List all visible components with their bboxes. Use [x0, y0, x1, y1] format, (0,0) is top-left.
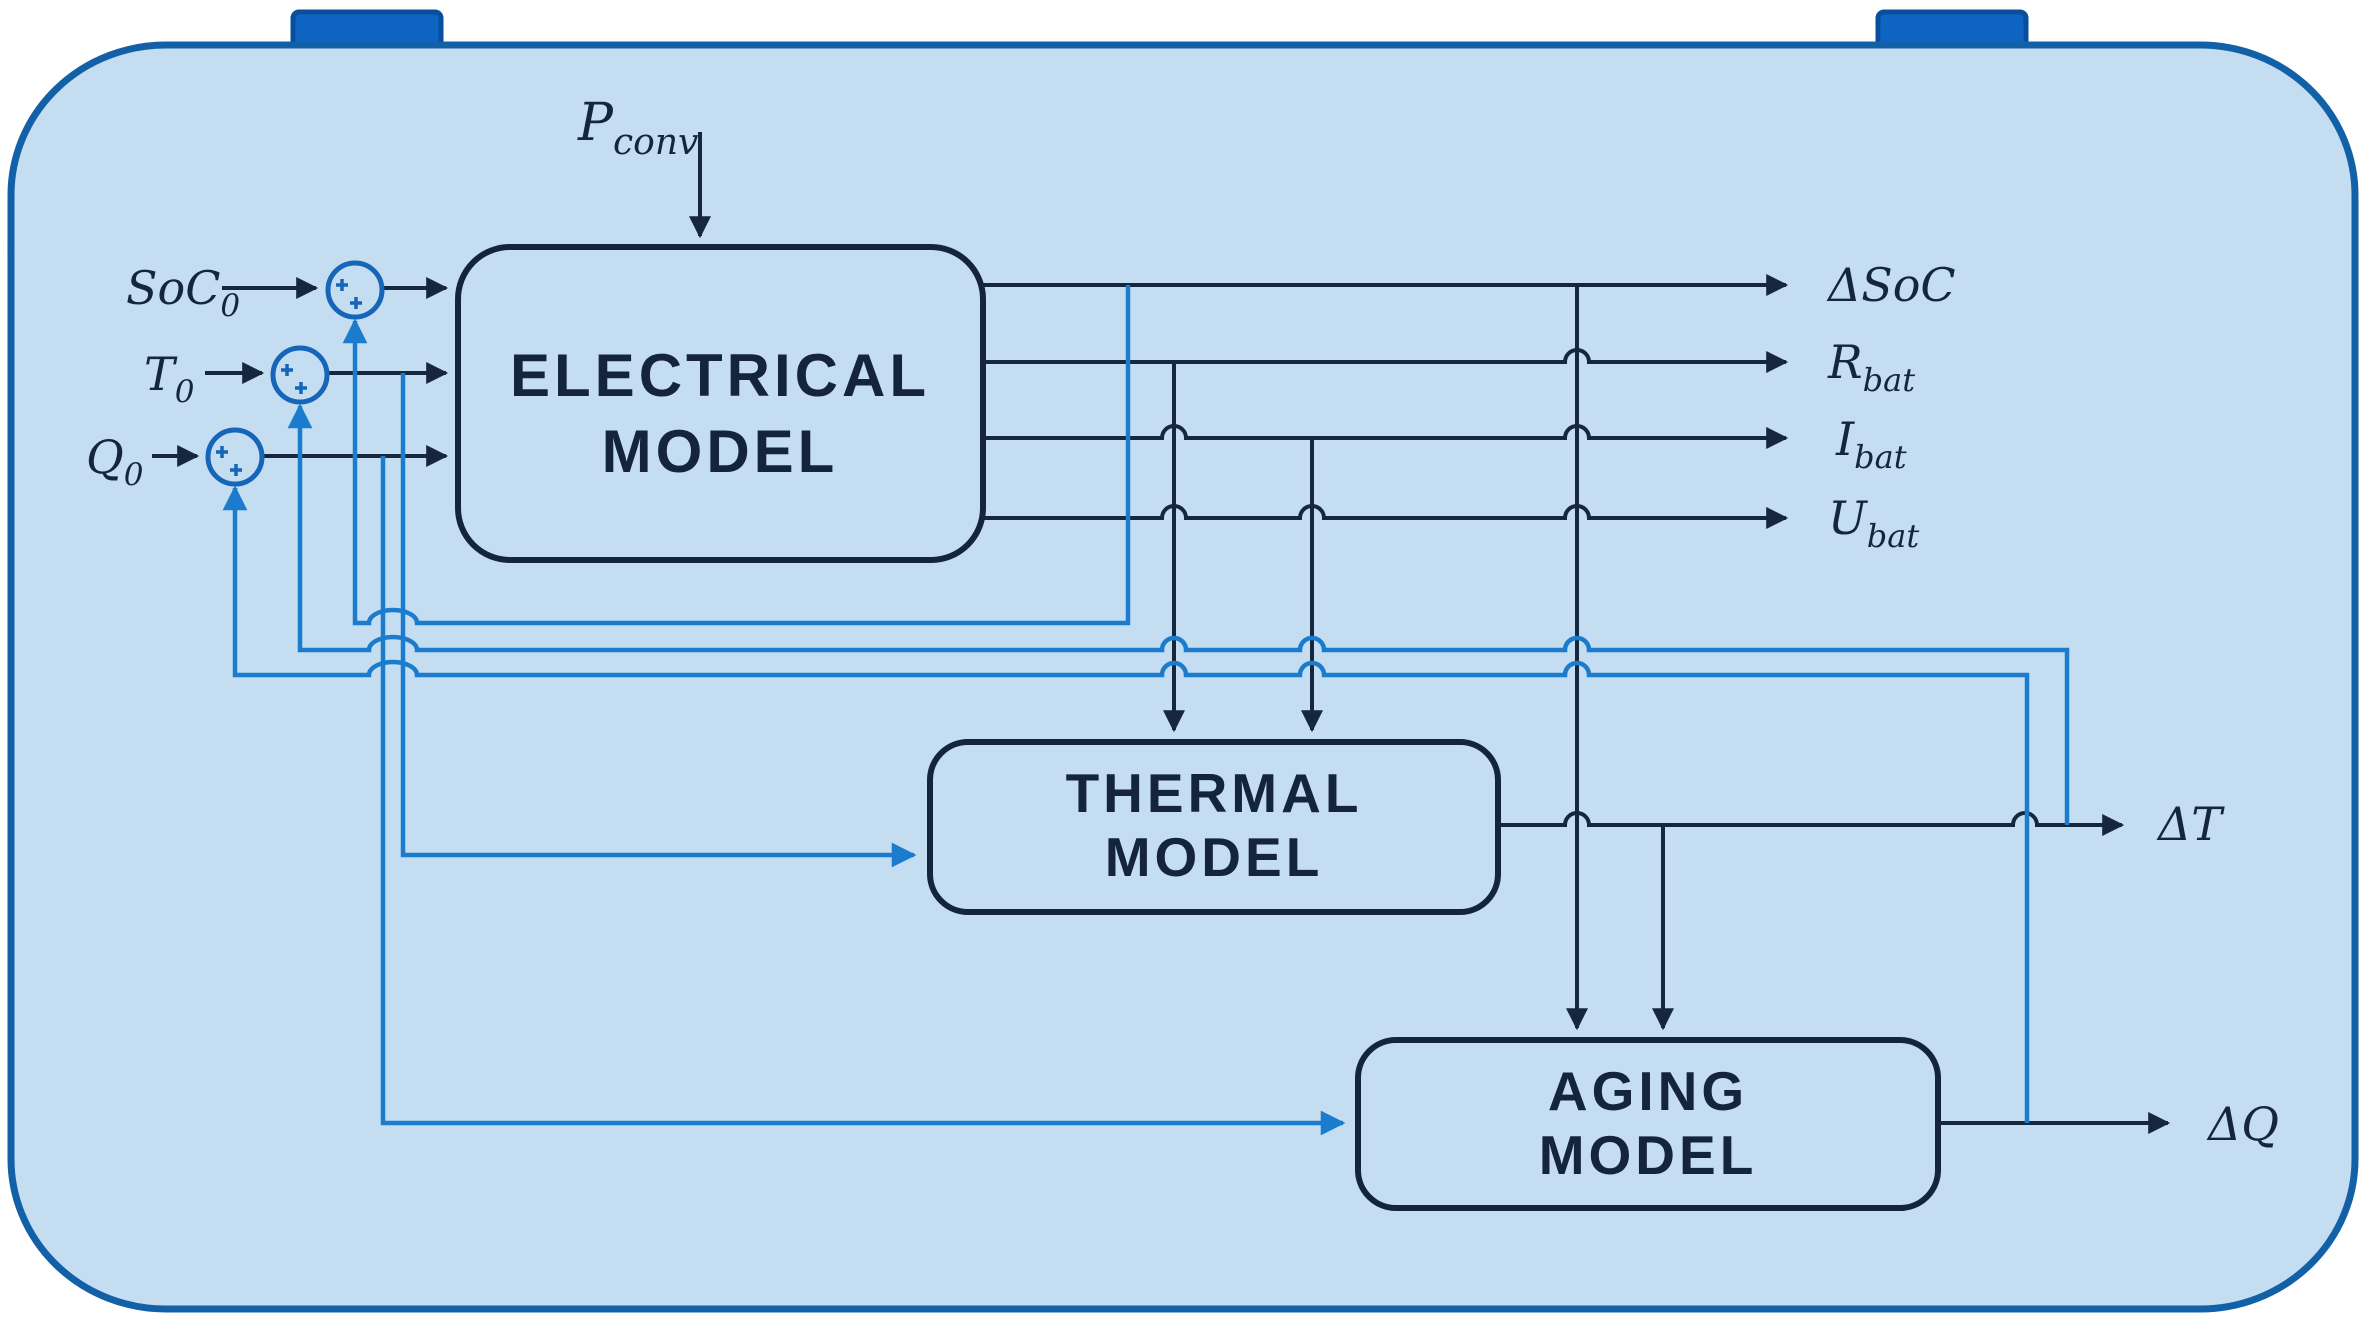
aging-model-title-line1: AGING — [1548, 1060, 1748, 1122]
output-label-ubat-sub: bat — [1867, 517, 1920, 555]
feedback-line-dq — [222, 485, 2030, 1123]
input-label-q0: Q0 — [86, 430, 143, 493]
feedback-line-soc — [342, 285, 1131, 626]
output-label-ubat-main: U — [1828, 491, 1869, 545]
sum-junction-q — [205, 427, 265, 487]
t-state-to-thermal-arrow — [400, 373, 917, 868]
aging-model-title-line2: MODEL — [1539, 1124, 1758, 1186]
output-line-dt — [1498, 811, 2125, 836]
input-label-soc0: SoC0 — [126, 261, 240, 324]
plus-icon-q-bottom — [230, 464, 242, 476]
input-label-soc0-main: SoC — [126, 261, 220, 315]
output-line-ibat — [983, 424, 1789, 449]
plus-icon-q-left — [216, 446, 228, 458]
output-label-ibat: Ibat — [1835, 412, 1907, 476]
output-label-dsoc-main: ΔSoC — [1826, 258, 1956, 312]
output-label-rbat: Rbat — [1827, 335, 1915, 399]
output-label-ibat-sub: bat — [1854, 438, 1907, 476]
sum-junction-t — [270, 345, 330, 405]
input-label-t0: T0 — [144, 347, 194, 410]
output-label-dq-main: ΔQ — [2206, 1097, 2279, 1151]
output-label-dt-main: ΔT — [2156, 797, 2225, 851]
output-label-dsoc: ΔSoC — [1826, 258, 1956, 312]
input-label-q0-main: Q — [86, 430, 124, 484]
thermal-model-title-line1: THERMAL — [1066, 762, 1363, 824]
plus-sign-icons — [216, 279, 362, 476]
plus-icon-soc-bottom — [350, 297, 362, 309]
input-label-pconv-main: P — [577, 93, 614, 153]
output-label-rbat-sub: bat — [1863, 361, 1916, 399]
sum-junction-soc — [325, 260, 385, 320]
electrical-model-title-line1: ELECTRICAL — [510, 342, 930, 409]
input-label-pconv-sub: conv — [613, 122, 698, 163]
plus-icon-t-left — [281, 364, 293, 376]
electrical-model-block — [455, 244, 986, 563]
feedback-line-dt — [287, 403, 2070, 825]
input-label-t0-main: T — [144, 347, 178, 401]
output-label-ibat-main: I — [1835, 412, 1855, 466]
output-label-dq: ΔQ — [2206, 1097, 2279, 1151]
output-label-ubat: Ubat — [1828, 491, 1919, 555]
q-state-to-aging-arrow — [380, 456, 1346, 1136]
electrical-model-title-line2: MODEL — [602, 418, 839, 485]
thermal-model-title-line2: MODEL — [1105, 826, 1324, 888]
input-label-t0-sub: 0 — [175, 374, 195, 410]
input-label-soc0-sub: 0 — [220, 288, 240, 324]
output-label-rbat-main: R — [1827, 335, 1863, 389]
plus-icon-t-bottom — [295, 382, 307, 394]
input-label-pconv: Pconv — [577, 93, 698, 163]
plus-icon-soc-left — [336, 279, 348, 291]
input-label-q0-sub: 0 — [124, 457, 144, 493]
output-label-dt: ΔT — [2156, 797, 2225, 851]
